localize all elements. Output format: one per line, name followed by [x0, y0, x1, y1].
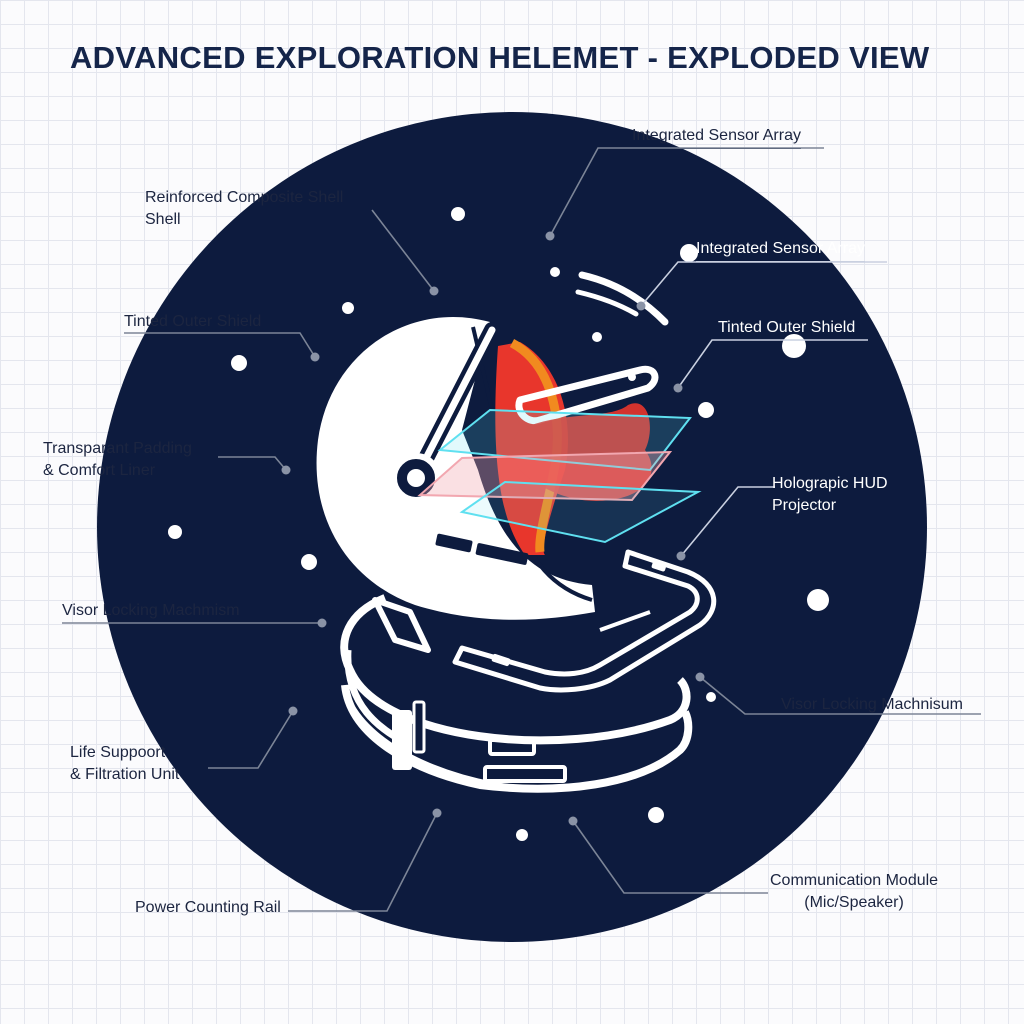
leader-sensor-inner [640, 261, 887, 307]
leader-padding-liner [218, 456, 287, 471]
leader-reinforced-shell [371, 209, 435, 292]
label-integrated-sensor-array-inner: Integrated Sensor Array [696, 238, 865, 262]
label-power-counting-rail: Power Counting Rail [135, 899, 281, 916]
label-integrated-sensor-array-top: Integrated Sensor Array [632, 125, 801, 149]
label-communication-module: Communication Module (Mic/Speaker) [770, 872, 939, 911]
label-tinted-outer-shield-right: Tinted Outer Shield [718, 319, 856, 336]
leader-tinted-left [124, 332, 316, 358]
comfort-liner [512, 403, 652, 501]
neck-ring [340, 594, 693, 793]
label-reinforced-composite-shell: Reinforced Composite Shell Shell [145, 189, 344, 228]
leader-hud-projector [680, 486, 775, 557]
hud-layers [417, 408, 702, 544]
sensor-antenna [575, 271, 669, 326]
leader-comm-module [572, 820, 768, 894]
label-transparant-padding-liner: Transparant Padding & Comfort Liner [43, 440, 192, 479]
diagram-title: ADVANCED EXPLORATION HELEMET - EXPLODED … [70, 40, 930, 75]
leader-tinted-right [677, 339, 868, 389]
leader-visor-lock-right [699, 676, 981, 715]
locking-tray [452, 549, 717, 693]
label-visor-locking-right: Visor Locking Machnisum [781, 696, 964, 713]
leader-life-support [208, 710, 294, 769]
label-tinted-outer-shield-left: Tinted Outer Shield [124, 313, 262, 330]
star-dots [168, 207, 829, 841]
label-visor-locking-left: Visor Locking Machmism [62, 602, 240, 619]
label-holographic-hud-projector: Holograpic HUD Projector [772, 475, 888, 514]
label-life-support-unit: Life Suppoort & Filtration Unit [70, 744, 180, 783]
leader-power-rail [288, 812, 438, 912]
leader-endpoints [281, 231, 705, 826]
